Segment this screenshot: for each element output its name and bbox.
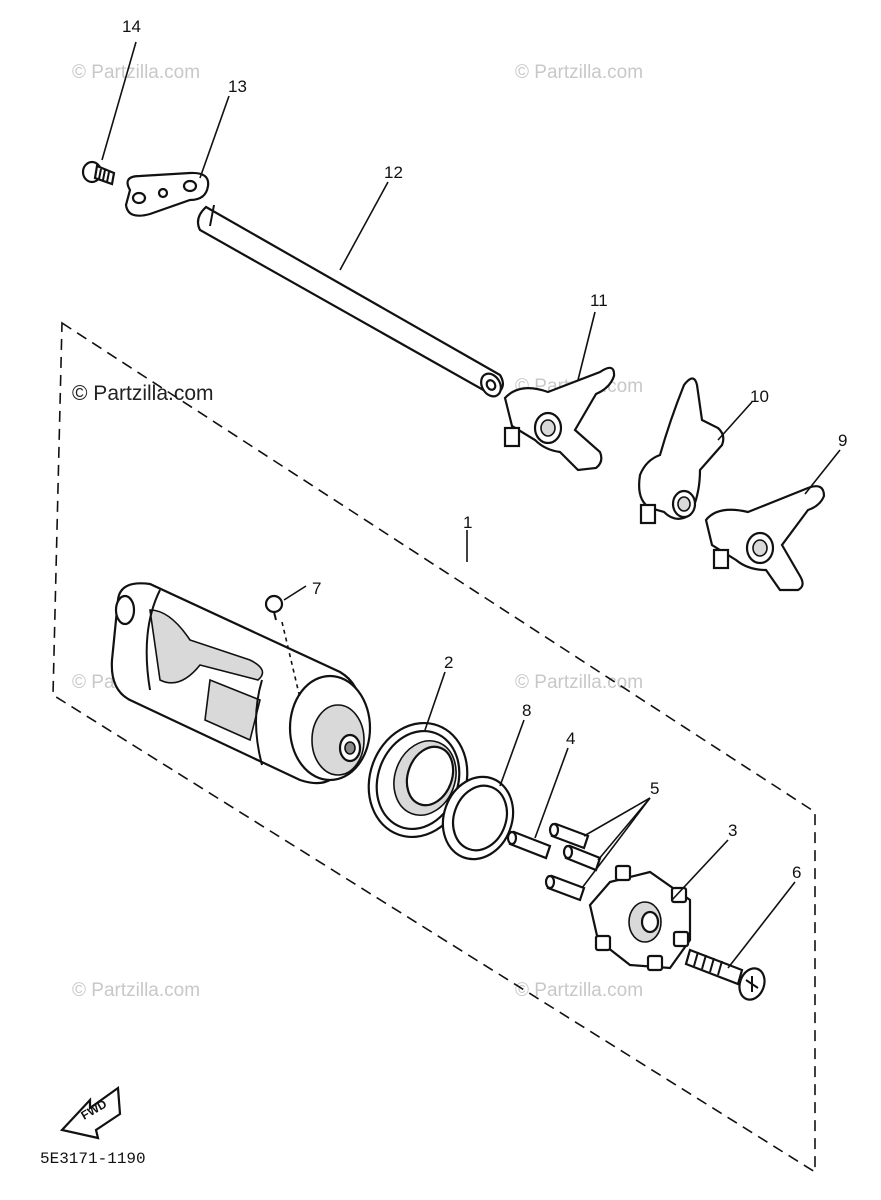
assembly-outline <box>52 321 816 1174</box>
fork-part-10 <box>638 377 725 525</box>
pin-part-7 <box>264 594 301 699</box>
callout-6: 6 <box>792 863 801 882</box>
callout-12: 12 <box>384 163 403 182</box>
callout-2: 2 <box>444 653 453 672</box>
watermark-center-right: © Partzilla.com <box>515 672 643 693</box>
leader-4 <box>534 747 569 839</box>
leader-14 <box>101 41 137 161</box>
diagram-part-code: 5E3171-1190 <box>40 1150 146 1168</box>
callout-10: 10 <box>750 387 769 406</box>
shaft-part-12 <box>196 204 505 398</box>
plate-part-13 <box>124 171 210 217</box>
leader-10 <box>717 401 753 441</box>
callout-3: 3 <box>728 821 737 840</box>
callout-1: 1 <box>463 513 472 532</box>
callout-8: 8 <box>522 701 531 720</box>
leader-5c <box>581 797 651 889</box>
watermark-top-left: © Partzilla.com <box>72 62 200 83</box>
bolt-part-6 <box>684 948 766 1001</box>
watermark-main: © Partzilla.com <box>72 382 214 405</box>
callout-14: 14 <box>122 17 141 36</box>
callout-13: 13 <box>228 77 247 96</box>
leader-2 <box>424 671 446 731</box>
leader-12 <box>339 181 389 271</box>
callout-5: 5 <box>650 779 659 798</box>
callout-7: 7 <box>312 579 321 598</box>
segment-part-3 <box>588 864 692 972</box>
leader-13 <box>199 95 230 179</box>
pins-part-5 <box>544 822 602 902</box>
shift-drum-part-1 <box>110 582 372 785</box>
fork-part-11 <box>503 366 616 472</box>
watermark-bottom-right: © Partzilla.com <box>515 980 643 1001</box>
leader-5a <box>583 797 651 837</box>
callout-11: 11 <box>590 291 608 310</box>
ring-part-8 <box>441 775 515 861</box>
watermark-top-right: © Partzilla.com <box>515 62 643 83</box>
leader-11 <box>577 311 596 381</box>
dowel-part-4 <box>506 830 552 860</box>
leader-8 <box>499 719 525 787</box>
leader-9 <box>804 449 841 495</box>
leader-3 <box>671 839 729 901</box>
leader-7 <box>283 585 307 601</box>
watermark-bottom-left: © Partzilla.com <box>72 980 200 1001</box>
fork-part-9 <box>704 485 826 592</box>
screw-part-14 <box>81 160 116 186</box>
forward-arrow-icon: FWD <box>59 1085 122 1140</box>
callout-9: 9 <box>838 431 847 450</box>
callout-4: 4 <box>566 729 575 748</box>
leader-6 <box>727 881 796 969</box>
